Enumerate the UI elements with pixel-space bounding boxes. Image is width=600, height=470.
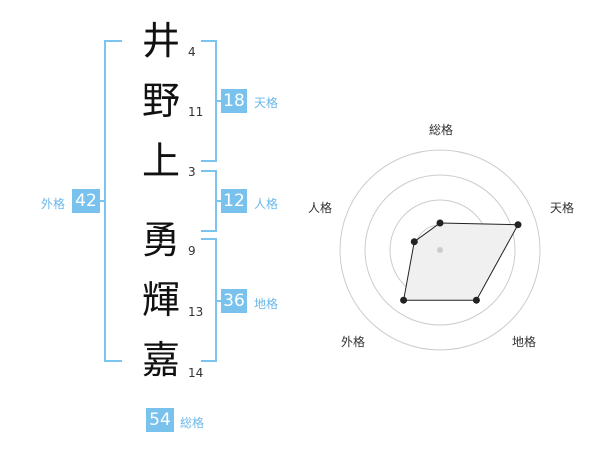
stroke-count-1: 4 <box>188 45 196 59</box>
tenkaku-score: 18 <box>221 89 247 113</box>
radar-axis-label-chikaku: 地格 <box>511 335 536 349</box>
stroke-count-2: 11 <box>188 105 204 119</box>
radar-data-point <box>400 296 408 304</box>
name-char-3: 上 <box>141 139 180 183</box>
stroke-count-4: 9 <box>188 244 196 258</box>
tenkaku-label: 天格 <box>254 96 279 110</box>
radar-value-polygon <box>403 222 519 301</box>
jinkaku-label: 人格 <box>254 197 279 211</box>
stroke-count-6: 14 <box>188 366 204 380</box>
radar-data-point <box>436 219 444 227</box>
jinkaku-score: 12 <box>221 189 247 213</box>
radar-grid-ring <box>339 149 541 351</box>
soukaku-score: 54 <box>146 408 174 432</box>
chikaku-score: 36 <box>221 289 247 313</box>
name-char-2: 野 <box>141 79 180 123</box>
gaikaku-score: 42 <box>72 189 100 213</box>
gaikaku-label: 外格 <box>41 197 66 211</box>
radar-center-dot <box>437 247 443 253</box>
jinkaku-connector <box>215 200 221 202</box>
tenkaku-connector <box>215 100 221 102</box>
stroke-count-5: 13 <box>188 305 204 319</box>
radar-axis-label-gaikaku: 外格 <box>340 335 365 349</box>
soukaku-label: 総格 <box>180 416 205 430</box>
radar-axis-label-jinkaku: 人格 <box>307 201 332 215</box>
radar-data-point <box>472 296 480 304</box>
name-char-5: 輝 <box>141 278 180 322</box>
chikaku-label: 地格 <box>254 297 279 311</box>
gaikaku-connector <box>100 200 106 202</box>
name-char-6: 嘉 <box>141 338 180 382</box>
radar-data-point <box>410 238 418 246</box>
chikaku-connector <box>215 300 221 302</box>
radar-grid-ring <box>364 174 516 326</box>
radar-points <box>400 219 522 304</box>
stroke-count-3: 3 <box>188 165 196 179</box>
radar-axis-label-tenkaku: 天格 <box>549 201 574 215</box>
name-char-1: 井 <box>141 19 180 63</box>
name-char-4: 勇 <box>141 218 180 262</box>
radar-data-point <box>514 221 522 229</box>
radar-axis-label-soukaku: 総格 <box>428 123 453 137</box>
